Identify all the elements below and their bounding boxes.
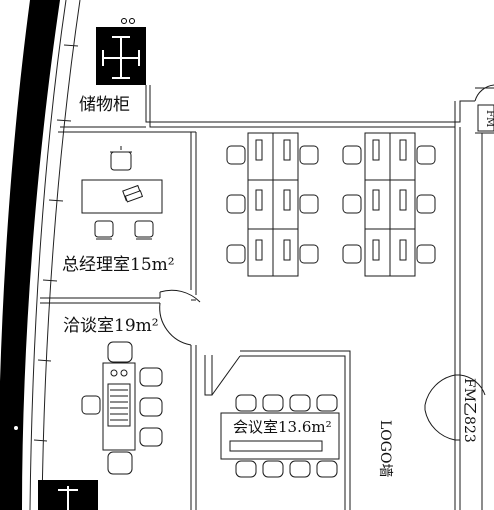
gm-desk: [81, 146, 163, 240]
exterior-wall-black: [0, 0, 60, 510]
negotiation-door[interactable]: [159, 299, 196, 346]
door-mark-right: FM乙823: [461, 378, 477, 443]
curtain-wall-line-inner: [41, 0, 81, 510]
guest-chair-left: [94, 220, 114, 240]
door-mark-upper-right: FM: [484, 110, 494, 128]
laptop-icon: [122, 184, 144, 203]
fire-door-right[interactable]: [424, 374, 486, 441]
negotiation-table: [81, 341, 163, 475]
storage-cabinet-top: [96, 18, 146, 85]
column-dot: [13, 425, 19, 431]
gm-office-label: 总经理室15m²: [62, 255, 175, 275]
storage-cabinet-bottom: [38, 480, 98, 510]
workstation-cluster-right: [364, 132, 416, 277]
negotiation-room-label: 洽谈室19m²: [63, 316, 159, 336]
interior-walls: [40, 85, 494, 510]
workstation-chairs: [226, 145, 436, 264]
logo-wall-label: LOGO墙: [377, 420, 393, 478]
gm-chair: [110, 146, 132, 171]
gm-office-door[interactable]: [159, 289, 201, 303]
guest-chair-right: [134, 220, 154, 240]
storage-label: 储物柜: [79, 95, 130, 115]
curtain-wall-mullions: [33, 44, 79, 442]
workstation-cluster-left: [247, 132, 299, 277]
curtain-wall-line-outer: [29, 0, 67, 510]
meeting-table: [220, 394, 340, 478]
meeting-room-label: 会议室13.6m²: [233, 418, 332, 436]
door-upper-right[interactable]: [474, 84, 494, 132]
